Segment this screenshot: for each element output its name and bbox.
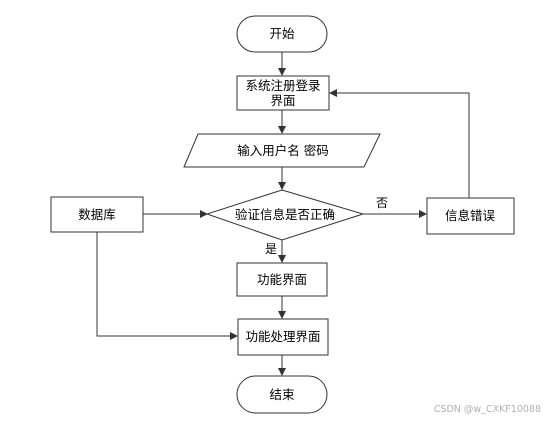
edge-database-to-processing (96, 232, 238, 340)
edges (96, 52, 470, 376)
no-edge-label: 否 (376, 196, 388, 210)
edge-labels: 否 是 (265, 196, 388, 256)
register-login-node (236, 75, 330, 111)
input-credentials-label: 输入用户名 密码 (237, 143, 328, 158)
watermark: CSDN @w_CXKF10088 (434, 404, 541, 415)
start-node (236, 15, 328, 53)
register-login-label-line1: 系统注册登录 (245, 78, 320, 93)
node-labels: 开始 系统注册登录 界面 输入用户名 密码 数据库 验证信息是否正确 信息错误 … (78, 26, 495, 402)
info-error-label: 信息错误 (445, 208, 496, 223)
input-credentials-node (183, 133, 381, 168)
yes-edge-label: 是 (265, 242, 277, 256)
database-label: 数据库 (78, 207, 116, 222)
end-label: 结束 (269, 387, 295, 402)
info-error-node (426, 197, 515, 235)
verify-decision-node (205, 189, 365, 241)
function-page-label: 功能界面 (257, 272, 307, 287)
function-page-node (236, 262, 328, 297)
start-label: 开始 (269, 26, 295, 41)
function-process-node (237, 318, 329, 356)
edge-error-back-to-register (329, 89, 470, 198)
database-node (50, 196, 144, 233)
end-node (236, 375, 328, 414)
nodes (50, 15, 515, 414)
verify-label: 验证信息是否正确 (235, 207, 335, 222)
register-login-label-line2: 界面 (270, 93, 295, 108)
function-process-label: 功能处理界面 (245, 329, 320, 344)
